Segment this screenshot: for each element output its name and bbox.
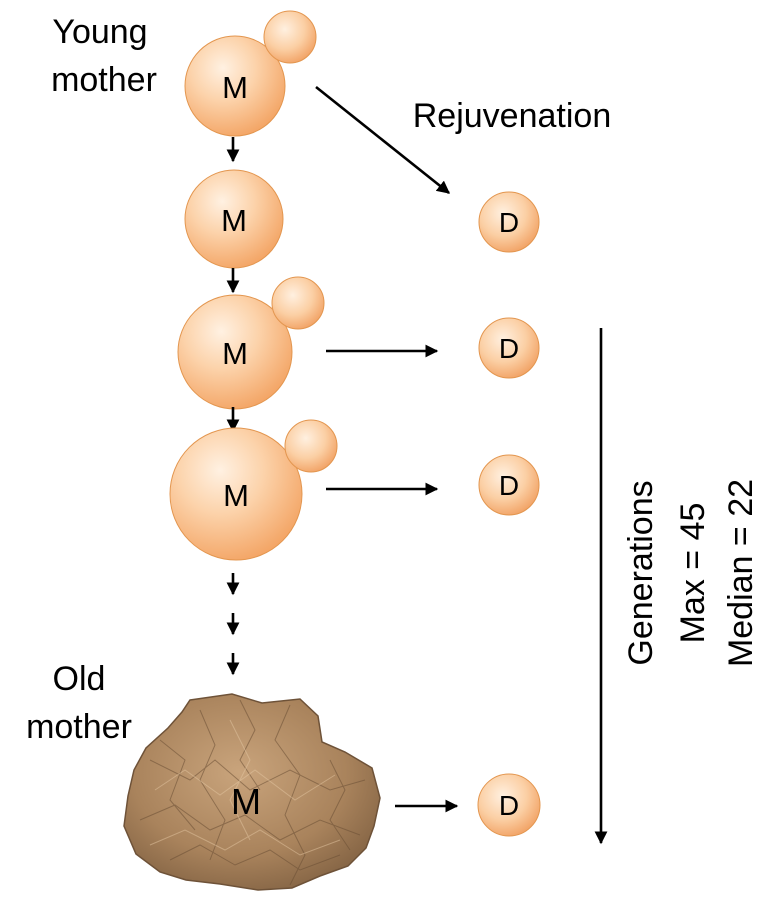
old-mother-label-line2: mother bbox=[26, 708, 132, 746]
daughter-cell-4-label: D bbox=[499, 790, 519, 821]
mother-cell-2-label: M bbox=[221, 203, 247, 238]
bud-3 bbox=[272, 277, 324, 329]
rejuvenation-label: Rejuvenation bbox=[413, 97, 611, 135]
max-generations-label: Max = 45 bbox=[674, 503, 712, 644]
mother-cell-3-label: M bbox=[222, 336, 248, 371]
daughter-cell-1-label: D bbox=[499, 207, 519, 238]
young-mother-label-line2: mother bbox=[51, 61, 157, 99]
mother-cell-4-label: M bbox=[223, 478, 249, 513]
mother-cell-1-label: M bbox=[222, 70, 248, 105]
daughter-cell-2-label: D bbox=[499, 333, 519, 364]
median-generations-label: Median = 22 bbox=[722, 479, 760, 667]
young-mother-label-line1: Young bbox=[52, 13, 147, 51]
generations-label: Generations bbox=[622, 480, 660, 665]
daughter-cell-3-label: D bbox=[499, 470, 519, 501]
old-mother-cell-label: M bbox=[231, 781, 261, 822]
old-mother-label-line1: Old bbox=[53, 660, 106, 698]
bud-4 bbox=[285, 420, 337, 472]
bud-1 bbox=[264, 11, 316, 63]
